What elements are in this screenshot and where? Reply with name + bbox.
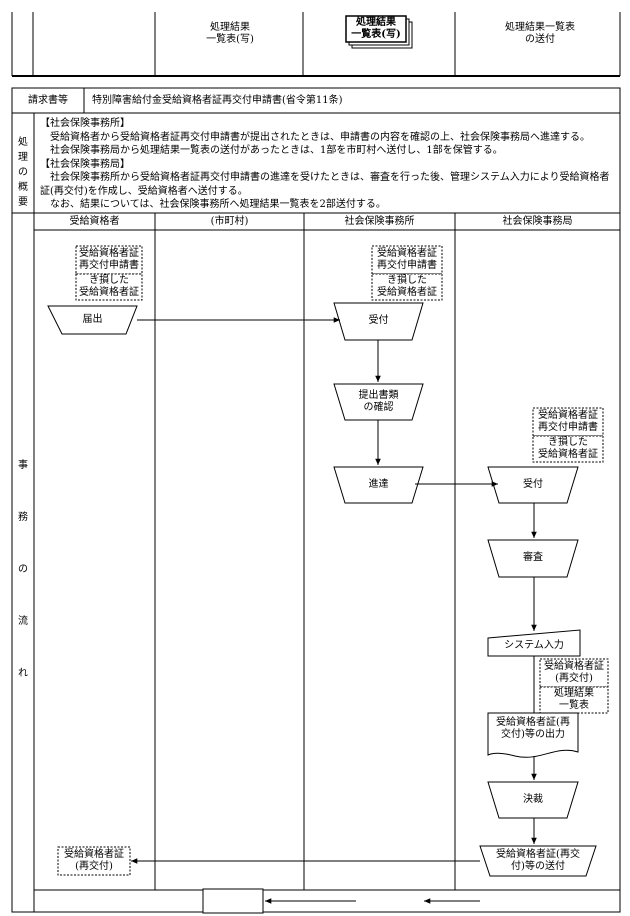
step-send-shape: [479, 845, 597, 877]
reissued-output-documents: [539, 658, 609, 714]
doc-office-a: 受給資格者証 再交付申請書: [377, 248, 437, 271]
step-office-receive-shape: [333, 302, 424, 341]
received-cert-doc: [57, 846, 131, 876]
form-label: 請求書等: [28, 95, 68, 106]
summary-line: 【社会保険事務所】: [40, 118, 130, 129]
top-col4-doc-text: 処理結果 一覧表(写): [351, 17, 401, 40]
step-send: 受給資格者証(再交 付)等の送付: [496, 849, 580, 872]
step-forward-shape: [333, 466, 424, 504]
doc-bureau-b: き損した 受給資格者証: [538, 437, 598, 460]
applicant-documents: [75, 245, 143, 301]
doc-bureau-a: 受給資格者証 再交付申請書: [538, 410, 598, 433]
step-output-shape: [487, 712, 579, 758]
summary-line: 【社会保険事務局】: [40, 158, 130, 170]
step-review: 審査: [523, 552, 543, 563]
doc-received-cert: 受給資格者証 (再交付): [64, 849, 124, 872]
step-submit-shape: [47, 305, 138, 335]
step-system-input-shape: [487, 629, 581, 657]
step-system-input: システム入力: [504, 640, 564, 651]
results-list-copy-doc-icon: [345, 15, 413, 49]
step-review-shape: [487, 539, 579, 578]
doc-applicant-b: き損した 受給資格者証: [79, 275, 139, 298]
col-header-applicant: 受給資格者: [69, 216, 120, 227]
summary-side-label: 処理の概要: [18, 137, 28, 208]
summary-line: 社会保険事務局から処理結果一覧表の送付があったときは、1部を市町村へ送付し、1部…: [40, 145, 503, 156]
doc-reissued: 受給資格者証 (再交付): [544, 661, 604, 684]
step-check: 提出書類 の確認: [358, 390, 399, 413]
summary-body: 【社会保険事務所】 受給資格者から受給資格者証再交付申請書が提出されたときは、申…: [40, 117, 615, 212]
flow-side-label: 事務の流れ: [18, 460, 28, 679]
office-documents: [371, 245, 443, 301]
step-office-receive: 受付: [368, 315, 389, 326]
form-title: 特別障害給付金受給資格者証再交付申請書(省令第11条): [92, 95, 343, 106]
step-submit: 届出: [82, 314, 103, 325]
step-check-shape: [333, 383, 424, 421]
doc-results-list: 処理結果 一覧表: [554, 688, 594, 711]
step-approval: 決裁: [523, 794, 543, 805]
flow-arrows: [131, 317, 537, 904]
step-forward: 進達: [368, 479, 389, 490]
summary-line: 社会保険事務所から受給資格者証再交付申請書の進達を受けたときは、審査を行った後、…: [40, 172, 610, 197]
step-approval-shape: [487, 781, 579, 819]
col-header-social-insurance-office: 社会保険事務所: [344, 216, 415, 227]
bureau-documents: [532, 407, 604, 463]
col-header-social-insurance-bureau: 社会保険事務局: [502, 216, 573, 227]
doc-applicant-a: 受給資格者証 再交付申請書: [79, 248, 139, 271]
step-output: 受給資格者証(再 交付)等の出力: [496, 717, 570, 740]
step-bureau-receive: 受付: [523, 479, 543, 490]
summary-line: なお、結果については、社会保険事務所へ処理結果一覧表を2部送付する。: [40, 199, 386, 210]
top-col3-text: 処理結果 一覧表(写): [206, 22, 254, 45]
col-header-municipality: (市町村): [210, 216, 249, 227]
doc-office-b: き損した 受給資格者証: [377, 275, 437, 298]
bottom-box: [202, 888, 264, 914]
summary-line: 受給資格者から受給資格者証再交付申請書が提出されたときは、申請書の内容を確認の上…: [40, 131, 590, 143]
step-bureau-receive-shape: [487, 466, 579, 504]
top-col5-text: 処理結果一覧表 の送付: [505, 22, 575, 45]
